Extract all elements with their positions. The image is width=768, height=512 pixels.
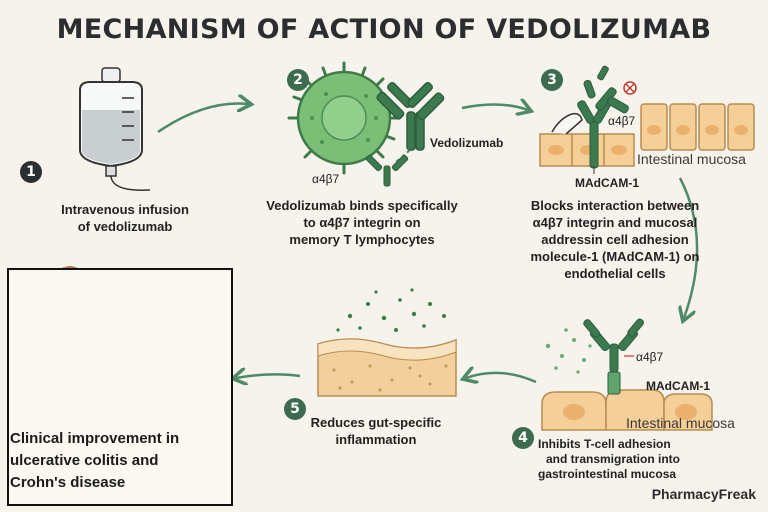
clinical-outcome-text: Clinical improvement in ulcerative colit… xyxy=(10,430,180,491)
arrow-3-to-4 xyxy=(680,177,699,318)
step-5-badge: 5 xyxy=(284,398,306,420)
arrow-1-to-2 xyxy=(157,104,248,134)
madcam-label-step3: MAdCAM-1 xyxy=(575,176,639,190)
mucosa-label-step4: Intestinal mucosa xyxy=(626,415,735,431)
integrin-label-step3: α4β7 xyxy=(608,114,636,128)
step-3-badge: 3 xyxy=(541,69,563,91)
step-4-badge: 4 xyxy=(512,427,534,449)
endothelium-step4-icon xyxy=(541,389,713,431)
step-3-caption: Blocks interaction between α4β7 integrin… xyxy=(530,198,700,281)
step-5-caption: Reduces gut-specific inflammation xyxy=(310,415,442,447)
step-4-caption: Inhibits T-cell adhesion and transmigrat… xyxy=(538,437,681,481)
integrin-label-step2: α4β7 xyxy=(312,172,340,186)
iv-bag-icon xyxy=(79,67,151,191)
small-antibody-icon xyxy=(365,154,409,187)
step-2-caption: Vedolizumab binds specifically to α4β7 i… xyxy=(266,198,458,247)
step-1-caption: Intravenous infusion of vedolizumab xyxy=(61,202,189,234)
dots-step4 xyxy=(545,328,592,374)
gut-tissue-icon xyxy=(317,338,457,397)
step-2-badge: 2 xyxy=(287,69,309,91)
mucosa-label-step3: Intestinal mucosa xyxy=(637,151,746,167)
brand-logo-text: PharmacyFreak xyxy=(651,486,756,502)
antibody-step4-icon xyxy=(583,318,644,373)
arrow-2-to-3 xyxy=(461,104,528,110)
blocked-icon xyxy=(623,81,637,95)
arrow-4-to-5 xyxy=(466,373,537,382)
madcam-label-step4: MAdCAM-1 xyxy=(646,379,710,393)
vedolizumab-label: Vedolizumab xyxy=(430,136,504,150)
dots-step5 xyxy=(336,288,446,332)
integrin-label-step4: α4β7 xyxy=(636,350,664,364)
step-1-badge: 1 xyxy=(20,161,42,183)
t-lymphocyte-icon xyxy=(287,61,401,175)
page-title: MECHANISM OF ACTION OF VEDOLIZUMAB xyxy=(56,14,712,45)
antibody-step3-icon xyxy=(577,65,629,169)
arrow-5-to-clinical xyxy=(236,374,301,378)
clinical-outcome-box xyxy=(7,268,233,506)
vedolizumab-antibody-icon xyxy=(376,82,445,151)
madcam-receptor-icon xyxy=(607,371,621,395)
